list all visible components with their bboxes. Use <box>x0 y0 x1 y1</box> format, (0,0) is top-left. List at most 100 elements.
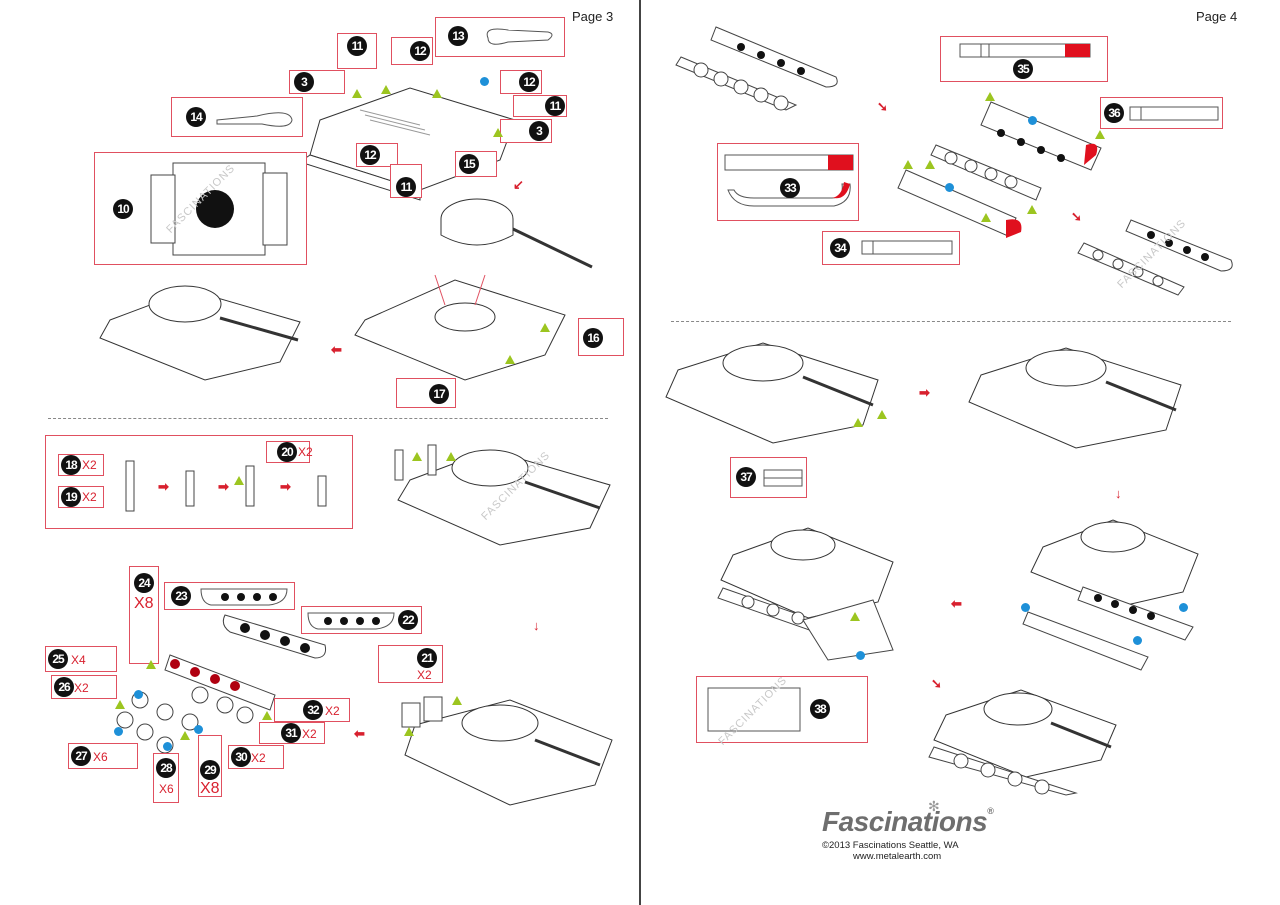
exhaust-steps-drawing <box>125 460 327 512</box>
callout-part-18: 18 X2 <box>58 454 104 476</box>
part-number-15: 15 <box>459 154 479 174</box>
callout-part-12: 12 <box>500 70 542 94</box>
step-arrow-down: ↙ <box>513 177 524 192</box>
part-qty-21: X2 <box>417 668 432 682</box>
step-arrow-right: ➡ <box>919 385 930 400</box>
part-number-13: 13 <box>448 26 468 46</box>
step-arrow-left: ⬅ <box>354 726 365 741</box>
alignment-dot <box>856 651 865 660</box>
alignment-dot <box>480 77 489 86</box>
part-14-drawing <box>216 112 293 127</box>
part-number-38: 38 <box>810 699 830 719</box>
callout-part-14: 14 <box>171 97 303 137</box>
callout-part-35: 35 <box>940 36 1108 82</box>
part-33-drawing <box>724 154 854 207</box>
part-38-drawing <box>707 687 801 732</box>
tab-marker <box>262 711 272 720</box>
wheel-sides-drawing <box>675 26 838 111</box>
step-arrow-down: ↓ <box>533 618 540 633</box>
callout-part-27: 27 X6 <box>68 743 138 769</box>
step-arrow-right: ➡ <box>218 479 229 494</box>
track-assembly-left-drawing <box>897 144 1042 238</box>
callout-part-28: 28 X6 <box>153 753 179 803</box>
part-qty-31: X2 <box>302 727 317 741</box>
part-number-3: 3 <box>529 121 549 141</box>
part-number-37: 37 <box>736 467 756 487</box>
step-arrow-right: ➘ <box>931 676 942 691</box>
part-number-23: 23 <box>171 586 191 606</box>
tab-marker <box>505 355 515 364</box>
part-number-35: 35 <box>1013 59 1033 79</box>
part-qty-28: X6 <box>159 782 174 796</box>
part-qty-20: X2 <box>298 445 313 459</box>
alignment-dot <box>945 183 954 192</box>
part-number-20: 20 <box>277 442 297 462</box>
part-number-12: 12 <box>410 41 430 61</box>
part-qty-26: X2 <box>74 681 89 695</box>
part-number-11: 11 <box>545 96 565 116</box>
website-link[interactable]: www.metalearth.com <box>853 851 942 862</box>
callout-part-11: 11 <box>390 164 422 198</box>
part-number-3: 3 <box>294 72 314 92</box>
callout-part-38: 38 FASCINATIONS <box>696 674 868 748</box>
part-number-11: 11 <box>347 36 367 56</box>
step-4-result-drawing <box>1077 219 1233 296</box>
part-qty-25: X4 <box>71 653 86 667</box>
alignment-dot <box>1028 116 1037 125</box>
tab-marker <box>115 700 125 709</box>
section-divider <box>671 321 1231 322</box>
callout-part-10: 10 FASCINATIONS <box>94 152 307 265</box>
page-3: Page 3 11 12 3 13 12 11 3 <box>45 9 624 806</box>
part-number-19: 19 <box>61 487 81 507</box>
part-number-27: 27 <box>71 746 91 766</box>
exhaust-assembly-panel: 18 X2 19 X2 20 X2 ➡ ➡ ➡ <box>45 435 353 529</box>
callout-part-25: 25 X4 <box>45 646 117 672</box>
part-number-14: 14 <box>186 107 206 127</box>
brand-logo: Fascinations® <box>822 806 994 838</box>
page-number: Page 4 <box>1196 9 1238 24</box>
step-arrow-right: ➡ <box>280 479 291 494</box>
page-4: Page 4 ➘ 35 36 <box>641 0 1280 905</box>
fender-mount-drawing <box>717 527 894 661</box>
tab-marker <box>493 128 503 137</box>
tab-marker <box>540 323 550 332</box>
track-side-panel-drawing <box>222 614 326 659</box>
tab-marker <box>850 612 860 621</box>
callout-part-23: 23 <box>164 582 295 610</box>
part-number-11: 11 <box>396 177 416 197</box>
brand-name: Fascinations <box>822 806 988 837</box>
page-number: Page 3 <box>572 9 614 24</box>
callout-part-12: 12 <box>356 143 398 167</box>
part-number-33: 33 <box>780 178 800 198</box>
callout-part-12: 12 <box>391 37 433 65</box>
step-arrow-left: ⬅ <box>331 342 342 357</box>
track-mount-drawing <box>1022 519 1199 671</box>
part-number-22: 22 <box>398 610 418 630</box>
callout-part-30: 30 X2 <box>228 745 284 769</box>
tab-marker <box>1095 130 1105 139</box>
part-qty-32: X2 <box>325 704 340 718</box>
part-number-12: 12 <box>360 145 380 165</box>
callout-part-17: 17 <box>396 378 456 408</box>
turret-drawing <box>440 198 593 269</box>
step-3-result-drawing <box>401 696 613 806</box>
step-arrow-left: ⬅ <box>951 596 962 611</box>
part-number-25: 25 <box>48 649 68 669</box>
callout-part-15: 15 <box>455 151 497 177</box>
page-spine <box>639 0 641 905</box>
part-number-28: 28 <box>156 758 176 778</box>
alignment-dot <box>194 725 203 734</box>
alignment-dot <box>1179 603 1188 612</box>
part-number-31: 31 <box>281 723 301 743</box>
step-arrow-down: ↓ <box>1115 486 1122 501</box>
part-number-21: 21 <box>417 648 437 668</box>
part-number-12: 12 <box>519 72 539 92</box>
tab-marker <box>1027 205 1037 214</box>
part-number-24: 24 <box>134 573 154 593</box>
part-36-drawing <box>1129 106 1219 121</box>
callout-part-36: 36 <box>1100 97 1223 129</box>
part-22-drawing <box>307 612 395 630</box>
part-34-drawing <box>861 240 953 255</box>
copyright: ©2013 Fascinations Seattle, WA <box>822 840 959 851</box>
part-35-drawing <box>959 43 1091 58</box>
